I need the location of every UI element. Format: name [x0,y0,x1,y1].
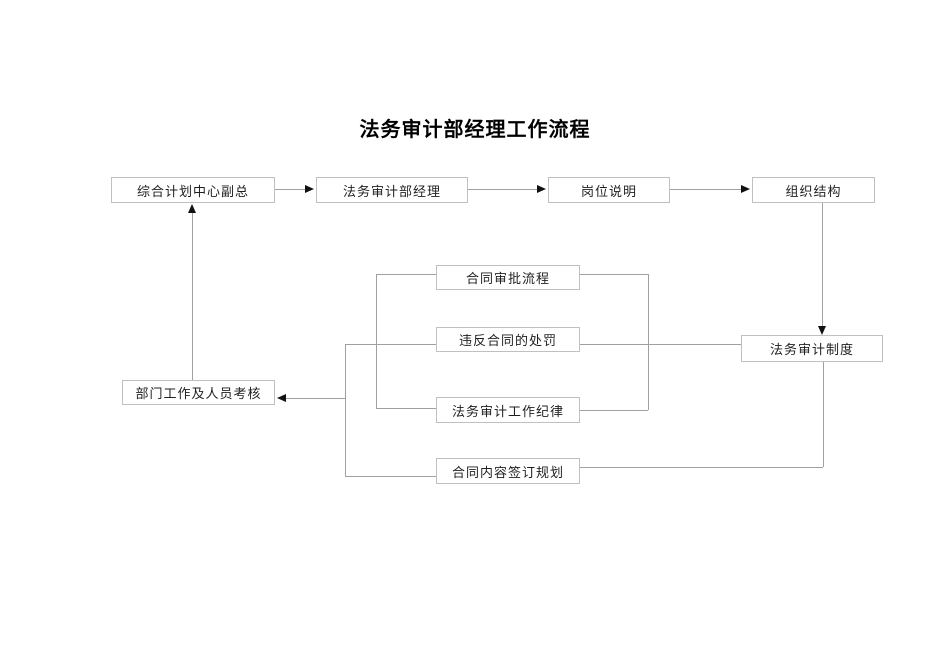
connector-discipline-to-bracket [580,410,648,411]
connector-bracket-a-bottom [376,408,436,409]
arrowhead-up-icon [188,204,196,213]
connector-penalty-to-auditsystem [580,344,741,345]
connector-bracket-b-to-assessment [286,398,345,399]
node-legal-audit-manager: 法务审计部经理 [316,177,468,203]
node-org-structure: 组织结构 [752,177,875,203]
node-contract-signing-plan: 合同内容签订规划 [436,458,580,484]
node-audit-work-discipline: 法务审计工作纪律 [436,397,580,423]
node-contract-approval: 合同审批流程 [436,265,580,290]
connector-bracket-a-vertical [376,274,377,408]
node-dept-work-assessment: 部门工作及人员考核 [122,380,275,405]
connector-auditsystem-down [823,362,824,467]
arrowhead-right-icon [741,185,750,193]
connector-bracket-b-vertical [345,344,346,476]
arrowhead-down-icon [818,326,826,335]
connector-manager-to-jobdesc [468,189,537,190]
diagram-title: 法务审计部经理工作流程 [359,117,591,141]
arrowhead-right-icon [537,185,546,193]
connector-signingplan-horizontal [580,467,823,468]
connector-bracket-b-top [345,344,436,345]
arrowhead-left-icon [277,394,286,402]
arrowhead-right-icon [305,185,314,193]
connector-orgstructure-to-auditsystem [822,203,823,326]
connector-jobdesc-to-orgstructure [670,189,741,190]
node-job-description: 岗位说明 [548,177,670,203]
connector-assessment-to-vp [192,213,193,380]
connector-bracket-b-bottom [345,476,436,477]
connector-bracket-a-top [376,274,436,275]
connector-bracket-right-vertical [648,274,649,410]
connector-vp-to-manager [275,189,305,190]
connector-approval-to-bracket [580,274,648,275]
node-legal-audit-system: 法务审计制度 [741,335,883,362]
node-vice-president: 综合计划中心副总 [111,177,275,203]
node-contract-breach-penalty: 违反合同的处罚 [436,327,580,352]
